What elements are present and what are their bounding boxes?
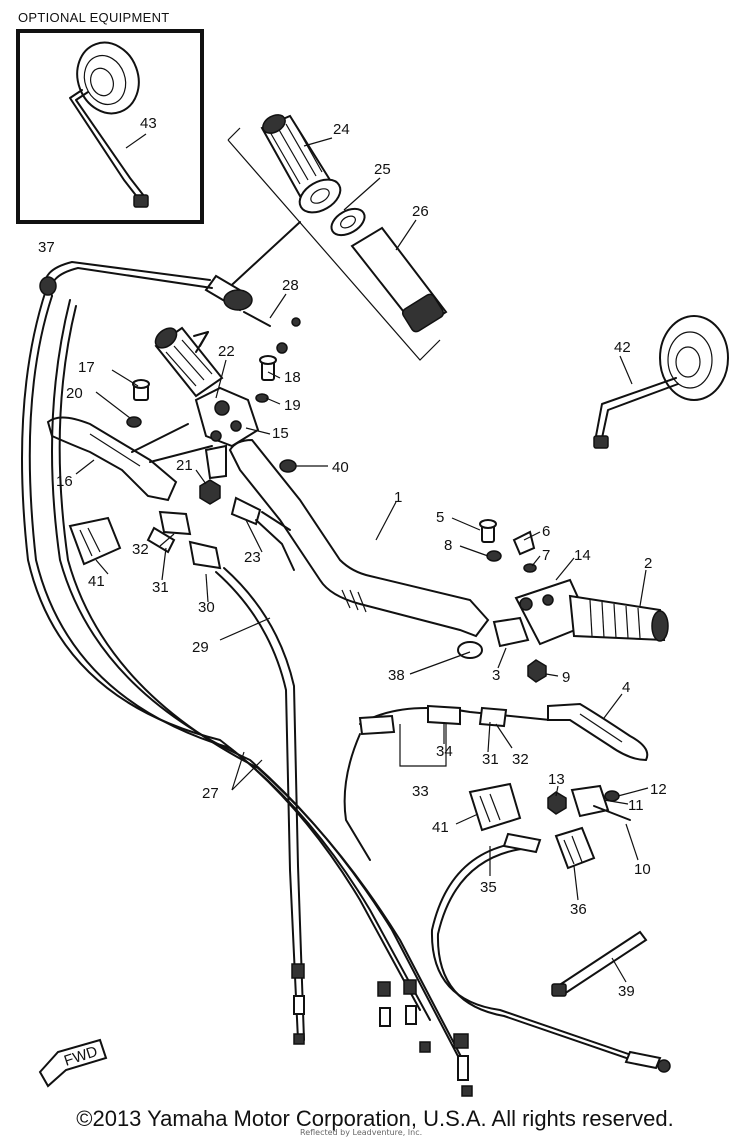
callout-4: 4 (622, 679, 630, 696)
cable-part-33[interactable] (343, 704, 551, 861)
callout-37: 37 (38, 239, 55, 256)
callout-14: 14 (574, 547, 591, 564)
brake-lever-part-4[interactable] (547, 702, 649, 762)
brake-master-part-36[interactable] (554, 826, 596, 870)
callout-43: 43 (140, 115, 157, 132)
callout-23: 23 (244, 549, 261, 566)
cable-end-fittings (291, 963, 671, 1097)
callout-6: 6 (542, 523, 550, 540)
callout-34: 34 (436, 743, 453, 760)
callout-16: 16 (56, 473, 73, 490)
callout-17: 17 (78, 359, 95, 376)
callout-7: 7 (542, 547, 550, 564)
right-grip-assembly-part-2[interactable] (457, 519, 669, 683)
mirror-part-42[interactable] (593, 315, 729, 449)
watermark-text: Reflected by Leadventure, Inc. (300, 1128, 423, 1137)
cable-adjusters-left[interactable] (146, 496, 295, 571)
callout-38: 38 (388, 667, 405, 684)
handlebar-part-1[interactable] (228, 438, 490, 638)
callout-3: 3 (492, 667, 500, 684)
callout-15: 15 (272, 425, 289, 442)
callout-18: 18 (284, 369, 301, 386)
clutch-lever-part-16[interactable] (46, 416, 213, 502)
callout-41-right: 41 (432, 819, 449, 836)
callout-22: 22 (218, 343, 235, 360)
optional-equipment-label: OPTIONAL EQUIPMENT (18, 10, 170, 25)
callout-19: 19 (284, 397, 301, 414)
grip-set-24-25-26[interactable] (227, 111, 448, 361)
callout-41-left: 41 (88, 573, 105, 590)
callout-labels: 43 24 25 26 37 28 42 22 17 18 20 19 15 2… (38, 115, 667, 1000)
callout-40: 40 (332, 459, 349, 476)
callout-21: 21 (176, 457, 193, 474)
callout-11: 11 (628, 797, 644, 814)
callout-36: 36 (570, 901, 587, 918)
callout-8: 8 (444, 537, 452, 554)
callout-10: 10 (634, 861, 651, 878)
leader-lines (75, 133, 649, 983)
callout-31-left: 31 (152, 579, 169, 596)
cable-part-35[interactable] (430, 832, 645, 1065)
lever-holder-parts-10-13[interactable] (547, 784, 631, 821)
callout-24: 24 (333, 121, 350, 138)
throttle-housing-assembly[interactable] (152, 221, 301, 480)
copyright-text: ©2013 Yamaha Motor Corporation, U.S.A. A… (76, 1106, 674, 1131)
callout-31-right: 31 (482, 751, 499, 768)
switch-housing-part-41a[interactable] (68, 516, 122, 566)
cable-tie-part-39[interactable] (551, 930, 648, 997)
callout-12: 12 (650, 781, 667, 798)
callout-33: 33 (412, 783, 429, 800)
callout-32-right: 32 (512, 751, 529, 768)
fwd-direction-icon: FWD (38, 1038, 108, 1088)
callout-5: 5 (436, 509, 444, 526)
callout-28: 28 (282, 277, 299, 294)
optional-equipment-box (16, 29, 204, 224)
callout-35: 35 (480, 879, 497, 896)
callout-20: 20 (66, 385, 83, 402)
callout-26: 26 (412, 203, 429, 220)
callout-32-left: 32 (132, 541, 149, 558)
callout-9: 9 (562, 669, 570, 686)
callout-27: 27 (202, 785, 219, 802)
cable-set-part-27[interactable] (21, 261, 469, 1071)
switch-housing-part-41b[interactable] (468, 782, 522, 832)
callout-25: 25 (374, 161, 391, 178)
cable-part-29[interactable] (215, 567, 305, 1041)
callout-2: 2 (644, 555, 652, 572)
callout-1: 1 (394, 489, 402, 506)
callout-29: 29 (192, 639, 209, 656)
callout-42: 42 (614, 339, 631, 356)
callout-30: 30 (198, 599, 215, 616)
hardware-bolts[interactable] (126, 355, 297, 505)
callout-13: 13 (548, 771, 565, 788)
optional-mirror-part-43[interactable] (67, 34, 149, 208)
callout-39: 39 (618, 983, 635, 1000)
